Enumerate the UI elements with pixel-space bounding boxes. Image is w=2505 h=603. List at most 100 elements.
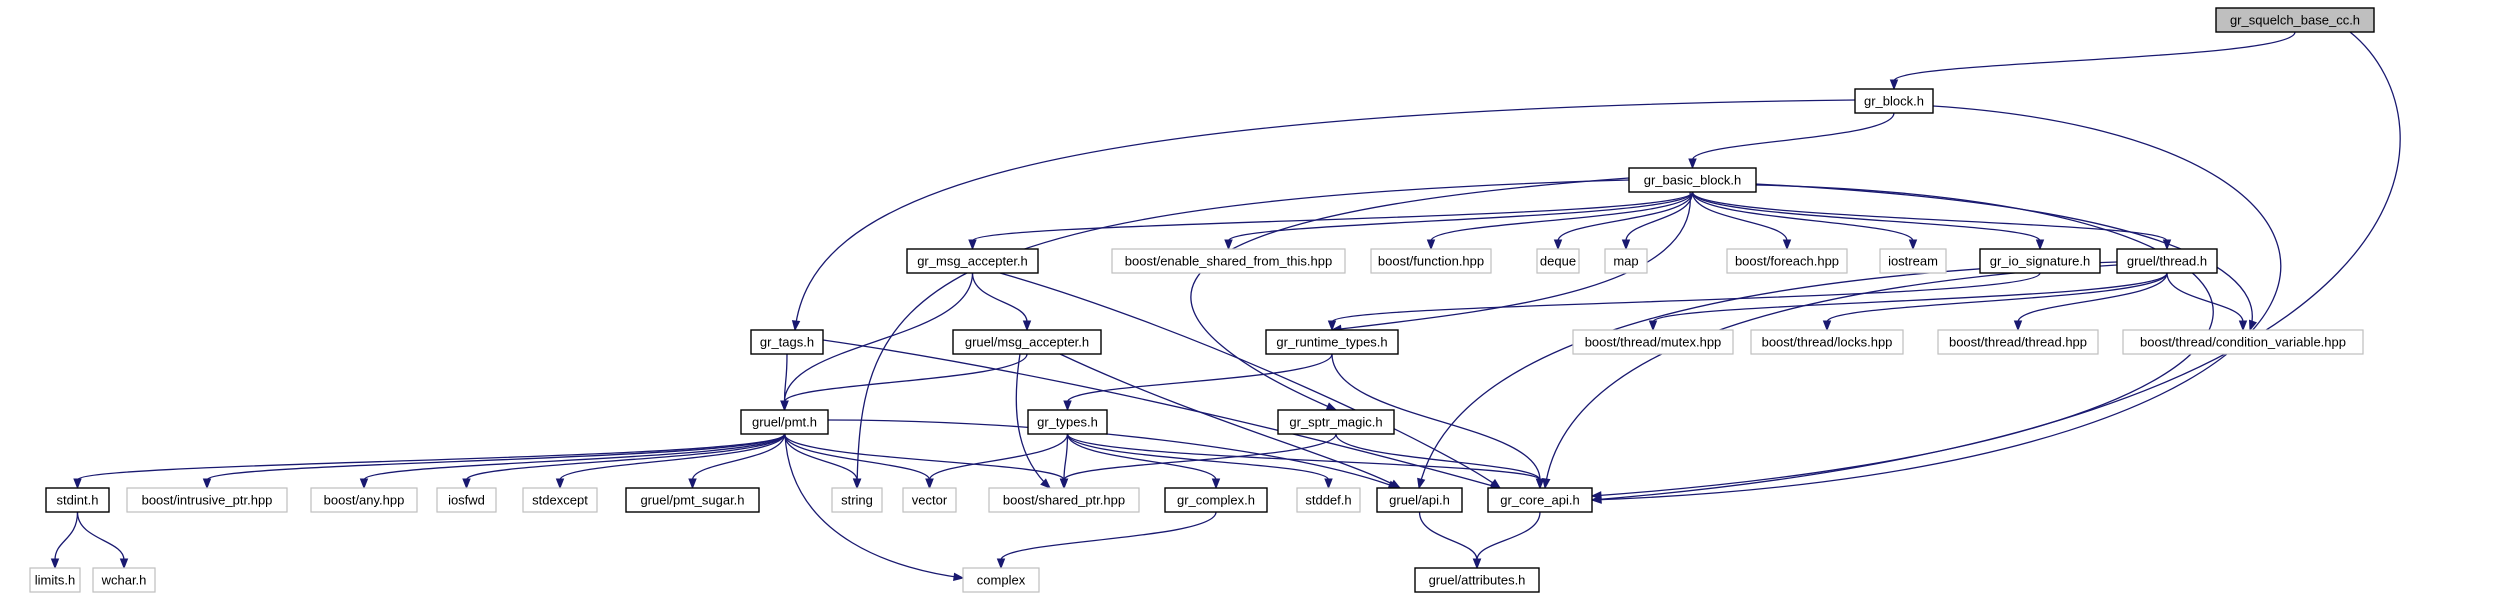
edge-gr-block-h-to-gr-basic-block-h [1691,112,1895,161]
edge-gr-types-h-to-gr-complex-h [1066,433,1217,481]
node-gr-complex-h[interactable]: gr_complex.h [1164,487,1268,513]
edge-gr-basic-block-h-to-gr-msg-accepter-h [971,191,1694,242]
edge-arrowhead [1224,239,1233,251]
node-gr-io-signature-h[interactable]: gr_io_signature.h [1979,248,2101,274]
node-box [1628,167,1757,193]
edge-gruel-pmt-h-to-boost-intrusive-ptr-hpp [206,433,786,481]
node-box [1879,248,1947,274]
node-boost-thread-locks-hpp: boost/thread/locks.hpp [1750,329,1904,355]
edge-gr-types-h-to-gr-core-api-h [1066,433,1541,481]
node-label: boost/thread/condition_variable.hpp [2140,335,2346,350]
edge-gruel-pmt-h-to-string [783,433,858,481]
edge-gr-types-h-to-boost-shared-ptr-hpp [1063,433,1069,481]
edge-gruel-pmt-h-to-iosfwd [465,433,786,481]
edge-arrowhead [1782,239,1792,251]
node-map: map [1604,248,1648,274]
node-label: boost/thread/mutex.hpp [1585,335,1722,350]
node-box [1370,248,1492,274]
node-box [906,248,1039,274]
node-gr-types-h[interactable]: gr_types.h [1027,409,1108,435]
edge-gruel-pmt-h-to-stdexcept [559,433,786,481]
edge-gr-basic-block-h-to-gr-io-signature-h [1691,191,2041,242]
edge-stdint-h-to-wchar-h [76,511,125,561]
edge-arrowhead [953,572,965,582]
edge-arrowhead [555,478,565,490]
edge-gr-types-h-to-stddef-h [1066,433,1330,481]
node-label: boost/thread/thread.hpp [1949,335,2087,350]
node-boost-thread-mutex-hpp: boost/thread/mutex.hpp [1572,329,1734,355]
edge-arrowhead [1590,491,1602,500]
edge-arrowhead [852,478,862,490]
edge-arrowhead [1022,320,1032,332]
node-label: gr_block.h [1864,94,1924,109]
edge-stdint-h-to-limits-h [54,511,79,561]
node-gruel-pmt-h[interactable]: gruel/pmt.h [740,409,829,435]
node-gruel-attributes-h[interactable]: gruel/attributes.h [1414,567,1540,593]
node-gruel-api-h[interactable]: gruel/api.h [1376,487,1463,513]
node-boost-any-hpp: boost/any.hpp [310,487,418,513]
node-box [1726,248,1848,274]
edge-arrowhead [1426,239,1436,251]
edge-gr-sptr-magic-h-to-boost-shared-ptr-hpp [1063,433,1337,481]
node-box [1750,329,1904,355]
edge-arrowhead [1621,239,1631,251]
node-gr-squelch-base-cc-h[interactable]: gr_squelch_base_cc.h [2215,7,2375,33]
edge-arrowhead [1472,558,1482,570]
node-boost-foreach-hpp: boost/foreach.hpp [1726,248,1848,274]
node-iostream: iostream [1879,248,1947,274]
edge-arrowhead [1688,158,1697,170]
node-label: gruel/thread.h [2127,254,2207,269]
node-box [1604,248,1648,274]
node-box [1854,88,1934,114]
edge-gr-basic-block-h-to-gr-sptr-magic-h [1190,177,1630,411]
edge-gr-tags-h-to-gr-core-api-h [822,339,1501,489]
node-string: string [831,487,883,513]
edge-arrowhead [688,478,697,490]
edge-gr-basic-block-h-to-map [1625,191,1694,242]
node-gruel-thread-h[interactable]: gruel/thread.h [2116,248,2218,274]
node-gr-runtime-types-h[interactable]: gr_runtime_types.h [1265,329,1399,355]
node-stdexcept: stdexcept [522,487,598,513]
node-box [1265,329,1399,355]
node-label: gruel/msg_accepter.h [965,335,1089,350]
edge-arrowhead [1040,478,1052,489]
node-vector: vector [902,487,957,513]
node-box [1296,487,1361,513]
node-gr-core-api-h[interactable]: gr_core_api.h [1487,487,1593,513]
node-gr-msg-accepter-h[interactable]: gr_msg_accepter.h [906,248,1039,274]
edge-arrowhead [791,320,801,332]
node-label: vector [912,493,948,508]
edge-gr-core-api-h-to-gruel-attributes-h [1476,511,1541,561]
node-label: map [1613,254,1638,269]
node-stddef-h: stddef.h [1296,487,1361,513]
edge-gr-io-signature-h-to-gr-runtime-types-h [1331,272,2041,323]
node-gr-tags-h[interactable]: gr_tags.h [750,329,824,355]
edge-gruel-pmt-h-to-boost-any-hpp [363,433,786,481]
node-gruel-pmt-sugar-h[interactable]: gruel/pmt_sugar.h [625,487,760,513]
edge-arrowhead [1417,477,1426,490]
edge-gruel-msg-accepter-h-to-gruel-api-h [1059,353,1401,489]
edge-gr-basic-block-h-to-iostream [1691,191,1914,242]
node-gr-block-h[interactable]: gr_block.h [1854,88,1934,114]
node-limits-h: limits.h [29,567,81,593]
node-label: gr_basic_block.h [1644,173,1742,188]
node-gr-basic-block-h[interactable]: gr_basic_block.h [1628,167,1757,193]
edge-gr-basic-block-h-to-deque [1557,191,1694,242]
edge-gruel-pmt-h-to-boost-shared-ptr-hpp [783,433,1065,481]
edge-gruel-pmt-h-to-gruel-api-h [827,419,1399,489]
node-gr-sptr-magic-h[interactable]: gr_sptr_magic.h [1277,409,1395,435]
node-box [29,567,81,593]
node-label: gruel/pmt.h [752,415,817,430]
node-box [962,567,1040,593]
node-label: boost/function.hpp [1378,254,1484,269]
node-boost-intrusive-ptr-hpp: boost/intrusive_ptr.hpp [126,487,288,513]
edge-gruel-pmt-h-to-vector [783,433,931,481]
edge-gruel-thread-h-to-boost-thread-mutex-hpp [1652,272,2168,323]
node-label: gr_complex.h [1177,493,1255,508]
edge-arrowhead [996,558,1006,570]
node-gruel-msg-accepter-h[interactable]: gruel/msg_accepter.h [952,329,1102,355]
node-stdint-h[interactable]: stdint.h [45,487,110,513]
node-box [45,487,110,513]
node-box [1572,329,1734,355]
